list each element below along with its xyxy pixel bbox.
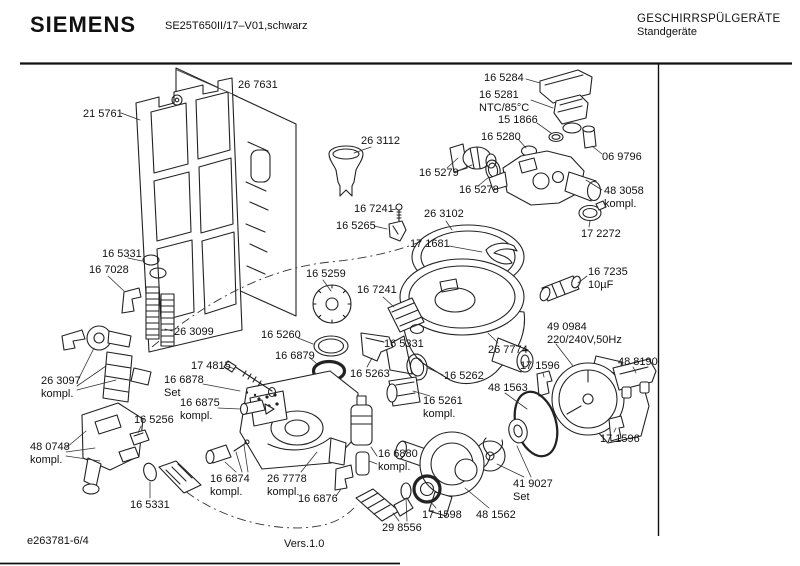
- part-label-16-6875: 16 6875 kompl.: [180, 397, 220, 422]
- part-label-16-6880: 16 6880 kompl.: [378, 448, 418, 473]
- part-label-26-3102: 26 3102: [424, 208, 464, 220]
- part-label-26-7778: 26 7778 kompl.: [267, 473, 307, 498]
- part-label-16-7028: 16 7028: [89, 264, 129, 276]
- part-label-16-7235: 16 7235 10µF: [588, 266, 628, 291]
- part-mounting-bracket: [613, 359, 656, 398]
- part-hose-fitting: [356, 489, 413, 521]
- part-sensor: [583, 126, 596, 148]
- part-label-16-5265: 16 5265: [336, 220, 376, 232]
- part-cartridge: [351, 396, 372, 475]
- part-label-17-1596: 17 1596: [600, 433, 640, 445]
- part-springs: [146, 287, 174, 346]
- part-shaft-kit: [206, 440, 249, 464]
- document-number: e263781-6/4: [27, 535, 89, 547]
- product-category: GESCHIRRSPÜLGERÄTE: [637, 13, 781, 25]
- part-screw: [396, 204, 402, 221]
- part-label-16-5281: 16 5281 NTC/85°C: [479, 89, 530, 114]
- part-label-26-3097: 26 3097 kompl.: [41, 375, 81, 400]
- part-label-48-8190: 48 8190: [618, 356, 658, 368]
- part-label-26-3112: 26 3112: [361, 135, 400, 147]
- part-label-16-7241: 16 7241: [357, 284, 397, 296]
- part-capacitor: [538, 275, 582, 302]
- brand-logo: SIEMENS: [30, 12, 137, 37]
- part-label-16-6874: 16 6874 kompl.: [210, 473, 250, 498]
- part-label-16-5259: 16 5259: [306, 268, 346, 280]
- part-label-16-5260: 16 5260: [261, 329, 301, 341]
- part-retainer-clip: [130, 430, 149, 445]
- part-label-16-5262: 16 5262: [444, 370, 484, 382]
- part-label-29-8556: 29 8556: [382, 522, 422, 534]
- part-label-16-6876: 16 6876: [298, 493, 338, 505]
- part-label-16-5284: 16 5284: [484, 72, 524, 84]
- part-orings-top-left: [122, 255, 166, 313]
- part-label-16-5278: 16 5278: [459, 184, 499, 196]
- part-label-48-3058: 48 3058 kompl.: [604, 185, 644, 210]
- part-label-16-5331: 16 5331: [384, 338, 424, 350]
- part-label-16-5279: 16 5279: [419, 167, 459, 179]
- part-label-17-1598: 17 1598: [422, 509, 462, 521]
- part-carbon-brush-bottom: [609, 416, 624, 441]
- part-inlet-spring: [388, 298, 424, 334]
- model-designation: SE25T650II/17–V01,schwarz: [165, 20, 308, 32]
- part-label-17-2272: 17 2272: [581, 228, 621, 240]
- part-inlet-valve: [450, 144, 502, 181]
- part-label-16-5261: 16 5261 kompl.: [423, 395, 463, 420]
- part-label-16-5331: 16 5331: [130, 499, 170, 511]
- part-label-26-7631: 26 7631: [238, 79, 278, 91]
- part-salt-funnel: [329, 146, 363, 196]
- part-cover-ring: [401, 476, 440, 502]
- product-subcategory: Standgeräte: [637, 26, 697, 38]
- part-label-16-5331: 16 5331: [102, 248, 142, 260]
- part-water-distributor: [489, 151, 606, 221]
- part-ntc-sensor-group: [522, 70, 593, 166]
- part-label-49-0984: 49 0984 220/240V,50Hz: [547, 321, 622, 346]
- part-label-17-1596: 17 1596: [520, 360, 560, 372]
- part-label-16-6879: 16 6879: [275, 350, 315, 362]
- part-label-48-0748: 48 0748 kompl.: [30, 441, 70, 466]
- part-label-16-5263: 16 5263: [350, 368, 390, 380]
- part-label-17-4815: 17 4815: [191, 360, 231, 372]
- part-bracket: [389, 221, 406, 241]
- part-base-carrier: [136, 78, 242, 352]
- leader-lines: [66, 70, 636, 521]
- part-water-switch: [82, 403, 143, 494]
- part-label-41-9027: 41 9027 Set: [513, 478, 553, 503]
- version-text: Vers.1.0: [284, 538, 325, 550]
- part-latch: [361, 333, 393, 361]
- part-oring-fitting: [142, 461, 201, 493]
- part-carbon-brush-left: [537, 371, 552, 396]
- part-label-21-5761: 21 5761: [83, 108, 123, 120]
- part-label-16-5256: 16 5256: [134, 414, 174, 426]
- part-sump: [386, 259, 533, 383]
- part-label-48-1562: 48 1562: [476, 509, 516, 521]
- part-label-16-5280: 16 5280: [481, 131, 521, 143]
- part-label-16-7241: 16 7241: [354, 203, 394, 215]
- part-small-valve: [241, 400, 275, 415]
- drain-hose-line: [172, 480, 357, 528]
- part-label-16-6878: 16 6878 Set: [164, 374, 204, 399]
- part-seal-and-valve: [387, 352, 429, 406]
- part-label-06-9796: 06 9796: [602, 151, 642, 163]
- part-shaft: [224, 361, 276, 397]
- part-softener-cap-and-seals: [313, 285, 351, 381]
- part-clip: [335, 465, 353, 490]
- part-label-26-7774: 26 7774: [488, 344, 528, 356]
- part-label-48-1563: 48 1563: [488, 382, 528, 394]
- part-label-26-3099: 26 3099: [174, 326, 214, 338]
- part-label-17-1681: 17 1681: [410, 238, 450, 250]
- part-label-15-1866: 15 1866: [498, 114, 538, 126]
